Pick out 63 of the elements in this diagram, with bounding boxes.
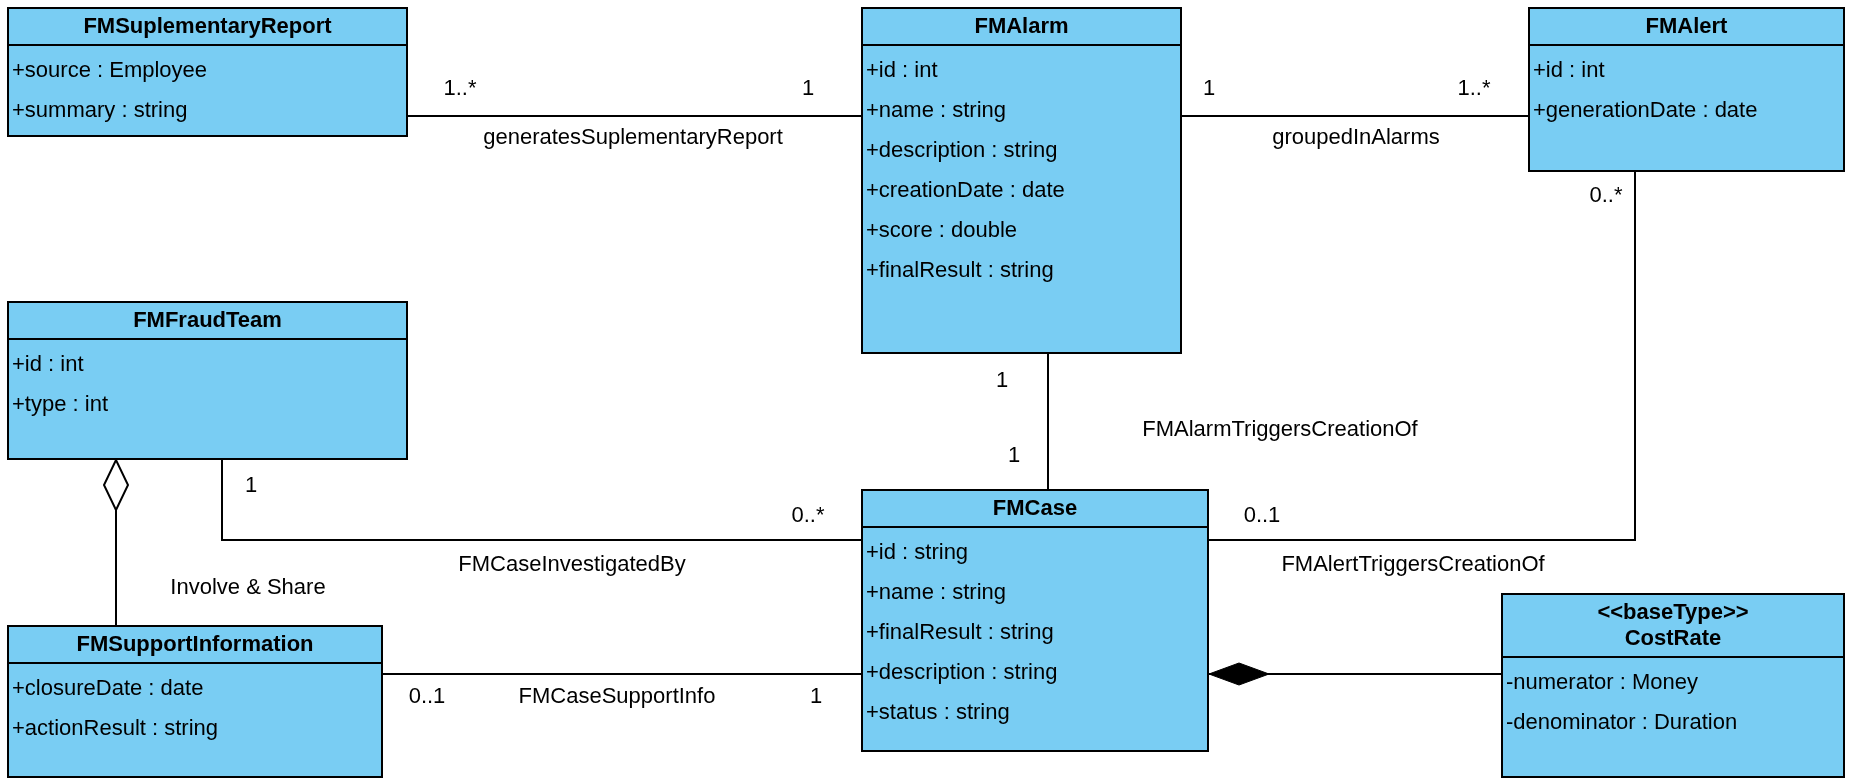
class-box (1528, 7, 1845, 172)
association-line (1047, 353, 1049, 490)
multiplicity-label: 1 (995, 367, 1009, 393)
multiplicity-label: 0..* (1589, 182, 1623, 208)
aggregation-line (103, 459, 129, 626)
class-box (7, 7, 408, 137)
attribute-text: +id : string (865, 538, 969, 566)
multiplicity-label: 0..1 (1243, 502, 1281, 528)
attribute-text: -denominator : Duration (1505, 708, 1738, 736)
multiplicity-label: 1..* (1457, 75, 1491, 101)
attribute-text: +id : int (11, 350, 84, 378)
edge-label: Involve & Share (170, 574, 326, 600)
attribute-text: +id : int (865, 56, 938, 84)
attribute-text: +description : string (865, 136, 1058, 164)
class-box (861, 489, 1209, 752)
multiplicity-label: 1 (244, 472, 258, 498)
edge-label: generatesSuplementaryReport (483, 124, 783, 150)
association-line (1181, 115, 1529, 117)
attribute-text: +score : double (865, 216, 1018, 244)
edge-label: FMAlertTriggersCreationOf (1281, 551, 1545, 577)
association-line (382, 673, 862, 675)
attribute-text: +source : Employee (11, 56, 208, 84)
class-name: FMAlert (1644, 13, 1729, 39)
multiplicity-label: 1 (1007, 442, 1021, 468)
stereotype-text: <<baseType>> (1596, 599, 1750, 625)
class-box (861, 7, 1182, 354)
class-name: FMSuplementaryReport (82, 13, 333, 39)
attribute-text: +type : int (11, 390, 108, 418)
attribute-text: +status : string (865, 698, 1010, 726)
edge-label: groupedInAlarms (1272, 124, 1440, 150)
attribute-text: +finalResult : string (865, 256, 1054, 284)
attribute-text: +closureDate : date (11, 674, 204, 702)
class-name: FMCase (991, 495, 1079, 521)
attribute-text: +actionResult : string (11, 714, 219, 742)
attribute-text: +generationDate : date (1532, 96, 1758, 124)
attribute-text: +creationDate : date (865, 176, 1065, 204)
edge-label: FMCaseSupportInfo (518, 683, 716, 709)
class-name: FMFraudTeam (132, 307, 283, 333)
association-line (221, 459, 862, 541)
class-name: FMSupportInformation (75, 631, 315, 657)
edge-label: FMAlarmTriggersCreationOf (1142, 416, 1418, 442)
multiplicity-label: 1..* (443, 75, 477, 101)
multiplicity-label: 1 (1202, 75, 1216, 101)
multiplicity-label: 0..* (791, 502, 825, 528)
attribute-text: +description : string (865, 658, 1058, 686)
multiplicity-label: 0..1 (408, 683, 446, 709)
class-name: FMAlarm (973, 13, 1070, 39)
attribute-text: +id : int (1532, 56, 1605, 84)
class-box (7, 625, 383, 778)
attribute-text: -numerator : Money (1505, 668, 1698, 696)
association-line (407, 115, 862, 117)
attribute-text: +finalResult : string (865, 618, 1054, 646)
multiplicity-label: 1 (809, 683, 823, 709)
edge-label: FMCaseInvestigatedBy (458, 551, 686, 577)
multiplicity-label: 1 (801, 75, 815, 101)
attribute-text: +summary : string (11, 96, 188, 124)
attribute-text: +name : string (865, 96, 1006, 124)
composition-line (1208, 662, 1502, 686)
class-box (7, 301, 408, 460)
association-line (1208, 171, 1636, 541)
class-box (1501, 593, 1845, 778)
class-name: CostRate (1623, 625, 1723, 651)
attribute-text: +name : string (865, 578, 1006, 606)
